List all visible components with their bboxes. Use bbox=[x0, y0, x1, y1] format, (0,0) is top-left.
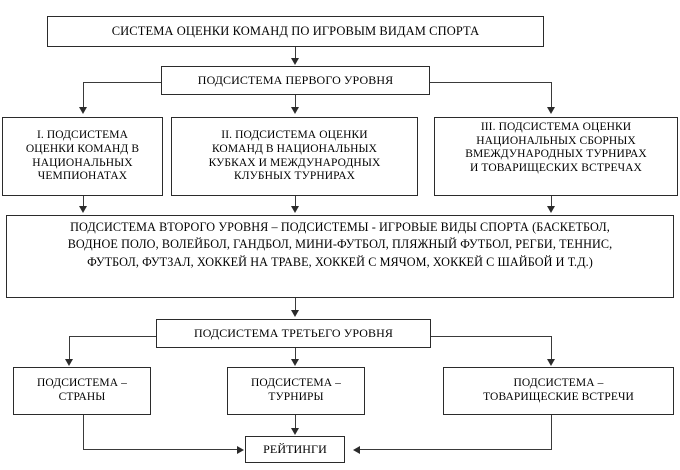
level-two-box: ПОДСИСТЕМА ВТОРОГО УРОВНЯ – ПОДСИСТЕМЫ -… bbox=[6, 215, 674, 298]
connector-level-three-drop-center bbox=[295, 348, 296, 360]
connector-subsystem-ii-down bbox=[295, 196, 296, 207]
arrow-subsystem-iii-to-level-two bbox=[547, 206, 555, 213]
level-three-box: ПОДСИСТЕМА ТРЕТЬЕГО УРОВНЯ bbox=[156, 319, 431, 348]
arrow-friendlies-to-ratings bbox=[353, 446, 360, 454]
arrow-title-to-level-one bbox=[291, 58, 299, 65]
connector-level-one-bus-left bbox=[83, 82, 162, 83]
connector-level-one-drop-left bbox=[83, 82, 84, 108]
subsystem-ii-label: II. ПОДСИСТЕМА ОЦЕНКИ КОМАНД В НАЦИОНАЛЬ… bbox=[208, 129, 381, 183]
system-title-label: СИСТЕМА ОЦЕНКИ КОМАНД ПО ИГРОВЫМ ВИДАМ С… bbox=[111, 24, 480, 39]
connector-tournaments-down bbox=[295, 415, 296, 428]
ratings-label: РЕЙТИНГИ bbox=[263, 442, 327, 457]
subsystem-friendlies-box: ПОДСИСТЕМА – ТОВАРИЩЕСКИЕ ВСТРЕЧИ bbox=[443, 367, 674, 415]
subsystem-friendlies-label: ПОДСИСТЕМА – ТОВАРИЩЕСКИЕ ВСТРЕЧИ bbox=[483, 377, 634, 403]
connector-subsystem-i-down bbox=[83, 196, 84, 207]
level-three-label: ПОДСИСТЕМА ТРЕТЬЕГО УРОВНЯ bbox=[193, 326, 394, 341]
arrow-to-subsystem-friendlies bbox=[547, 359, 555, 366]
arrow-to-subsystem-iii bbox=[547, 107, 555, 114]
connector-level-two-to-level-three bbox=[295, 298, 296, 311]
connector-level-one-bus-right bbox=[429, 82, 551, 83]
ratings-box: РЕЙТИНГИ bbox=[245, 436, 345, 463]
level-one-label: ПОДСИСТЕМА ПЕРВОГО УРОВНЯ bbox=[197, 73, 394, 88]
arrow-to-subsystem-countries bbox=[65, 359, 73, 366]
arrow-to-subsystem-i bbox=[79, 107, 87, 114]
arrow-subsystem-i-to-level-two bbox=[79, 206, 87, 213]
arrow-level-two-to-level-three bbox=[291, 310, 299, 317]
connector-level-one-drop-center bbox=[295, 95, 296, 108]
level-one-box: ПОДСИСТЕМА ПЕРВОГО УРОВНЯ bbox=[161, 66, 430, 95]
arrow-to-subsystem-tournaments bbox=[291, 359, 299, 366]
connector-countries-down bbox=[83, 415, 84, 450]
connector-friendlies-down bbox=[551, 415, 552, 450]
arrow-countries-to-ratings bbox=[237, 446, 244, 454]
connector-level-one-drop-right bbox=[551, 82, 552, 108]
connector-level-three-bus-right bbox=[430, 336, 552, 337]
connector-friendlies-to-ratings bbox=[360, 449, 552, 450]
subsystem-i-box: I. ПОДСИСТЕМА ОЦЕНКИ КОМАНД В НАЦИОНАЛЬН… bbox=[2, 117, 163, 196]
level-two-label: ПОДСИСТЕМА ВТОРОГО УРОВНЯ – ПОДСИСТЕМЫ -… bbox=[67, 220, 613, 269]
connector-level-three-drop-right bbox=[551, 336, 552, 360]
subsystem-countries-box: ПОДСИСТЕМА – СТРАНЫ bbox=[13, 367, 151, 415]
subsystem-ii-box: II. ПОДСИСТЕМА ОЦЕНКИ КОМАНД В НАЦИОНАЛЬ… bbox=[171, 117, 418, 196]
system-title-box: СИСТЕМА ОЦЕНКИ КОМАНД ПО ИГРОВЫМ ВИДАМ С… bbox=[47, 16, 544, 47]
connector-subsystem-iii-down bbox=[551, 196, 552, 207]
subsystem-countries-label: ПОДСИСТЕМА – СТРАНЫ bbox=[37, 377, 127, 403]
arrow-tournaments-to-ratings bbox=[291, 428, 299, 435]
subsystem-iii-box: III. ПОДСИСТЕМА ОЦЕНКИ НАЦИОНАЛЬНЫХ СБОР… bbox=[434, 117, 678, 196]
connector-title-to-level-one bbox=[295, 47, 296, 59]
subsystem-iii-label: III. ПОДСИСТЕМА ОЦЕНКИ НАЦИОНАЛЬНЫХ СБОР… bbox=[465, 121, 647, 174]
subsystem-i-label: I. ПОДСИСТЕМА ОЦЕНКИ КОМАНД В НАЦИОНАЛЬН… bbox=[25, 129, 140, 183]
arrow-subsystem-ii-to-level-two bbox=[291, 206, 299, 213]
connector-level-three-bus-left bbox=[69, 336, 157, 337]
connector-countries-to-ratings bbox=[83, 449, 237, 450]
arrow-to-subsystem-ii bbox=[291, 107, 299, 114]
subsystem-tournaments-label: ПОДСИСТЕМА – ТУРНИРЫ bbox=[251, 377, 341, 403]
connector-level-three-drop-left bbox=[69, 336, 70, 360]
subsystem-tournaments-box: ПОДСИСТЕМА – ТУРНИРЫ bbox=[227, 367, 365, 415]
